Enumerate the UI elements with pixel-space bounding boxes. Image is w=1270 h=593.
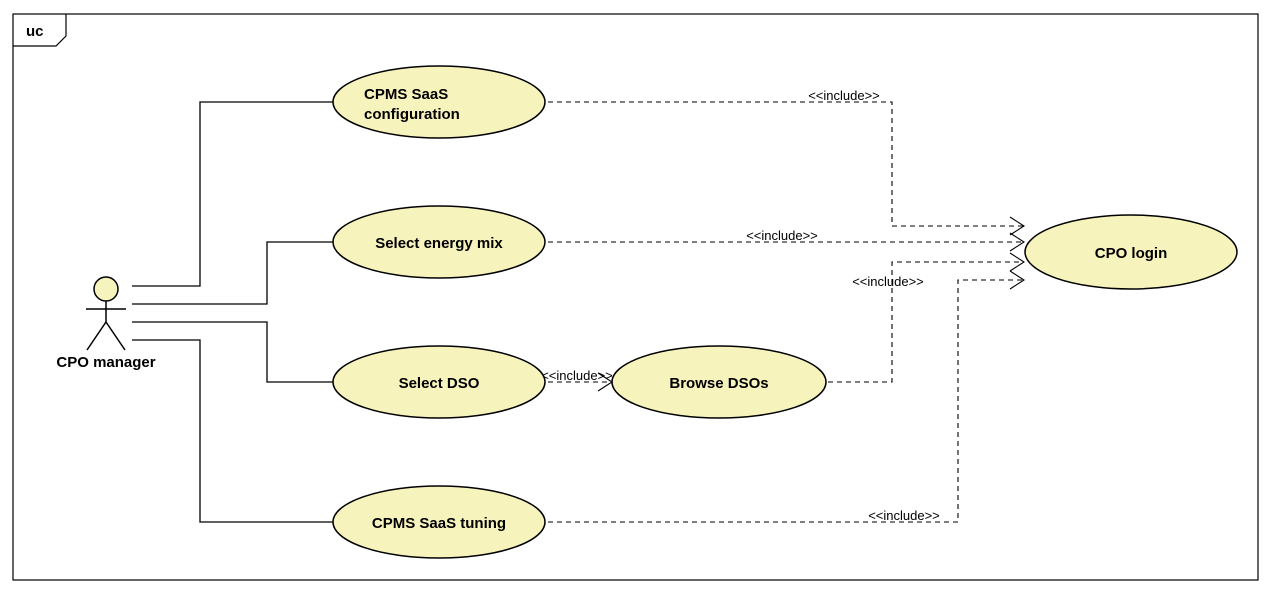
include-line-config-login: [548, 101, 1024, 227]
use-case-shape: [1024, 214, 1238, 290]
use-case-shape: [332, 485, 546, 559]
include-label-tuning-login: <<include>>: [868, 508, 940, 523]
use-case-shape: [611, 345, 827, 419]
arrowhead-config-login: [1009, 216, 1026, 236]
actor-head: [93, 276, 119, 302]
include-label-browse-login: <<include>>: [852, 274, 924, 289]
association-dso: [132, 321, 333, 383]
arrowhead-browse-login: [1009, 252, 1026, 272]
use-case-label: CPMS SaaS tuning: [372, 515, 506, 532]
arrowhead-tuning-login: [1009, 270, 1026, 290]
use-case-shape: [332, 345, 546, 419]
association-tuning: [132, 339, 333, 523]
use-case-shape: [332, 65, 546, 139]
use-case-label: CPO login: [1095, 245, 1168, 262]
use-case-browse-dsos[interactable]: Browse DSOs: [611, 345, 827, 419]
use-case-cpms-saas-configuration[interactable]: CPMS SaaS configuration: [332, 65, 546, 139]
include-label-dso-browse: <<include>>: [541, 368, 613, 383]
actor-cpo-manager[interactable]: CPO manager: [56, 276, 156, 371]
use-case-shape: [332, 205, 546, 279]
include-dependencies: [548, 101, 1026, 523]
actor-left-leg: [86, 321, 107, 351]
frame-label: uc: [26, 23, 44, 40]
include-line-browse-login: [828, 261, 1024, 383]
use-case-select-energy-mix[interactable]: Select energy mix: [332, 205, 546, 279]
actor-name: CPO manager: [56, 354, 155, 371]
use-case-label: Select DSO: [399, 375, 480, 392]
association-energy: [132, 241, 333, 305]
use-case-label: Select energy mix: [375, 235, 503, 252]
actor-right-leg: [105, 321, 126, 351]
use-case-cpo-login[interactable]: CPO login: [1024, 214, 1238, 290]
arrowhead-energy-login: [1009, 232, 1026, 252]
associations: [132, 101, 333, 523]
include-line-tuning-login: [548, 279, 1024, 523]
association-config: [132, 101, 333, 287]
include-labels: <<include>> <<include>> <<include>> <<in…: [541, 88, 940, 523]
include-label-energy-login: <<include>>: [746, 228, 818, 243]
diagram-frame: uc: [12, 13, 1259, 581]
include-label-config-login: <<include>>: [808, 88, 880, 103]
use-case-cpms-saas-tuning[interactable]: CPMS SaaS tuning: [332, 485, 546, 559]
use-case-label-line2: configuration: [364, 106, 460, 123]
use-case-label-line1: CPMS SaaS: [364, 86, 448, 103]
use-case-label: Browse DSOs: [669, 375, 768, 392]
use-case-select-dso[interactable]: Select DSO: [332, 345, 546, 419]
